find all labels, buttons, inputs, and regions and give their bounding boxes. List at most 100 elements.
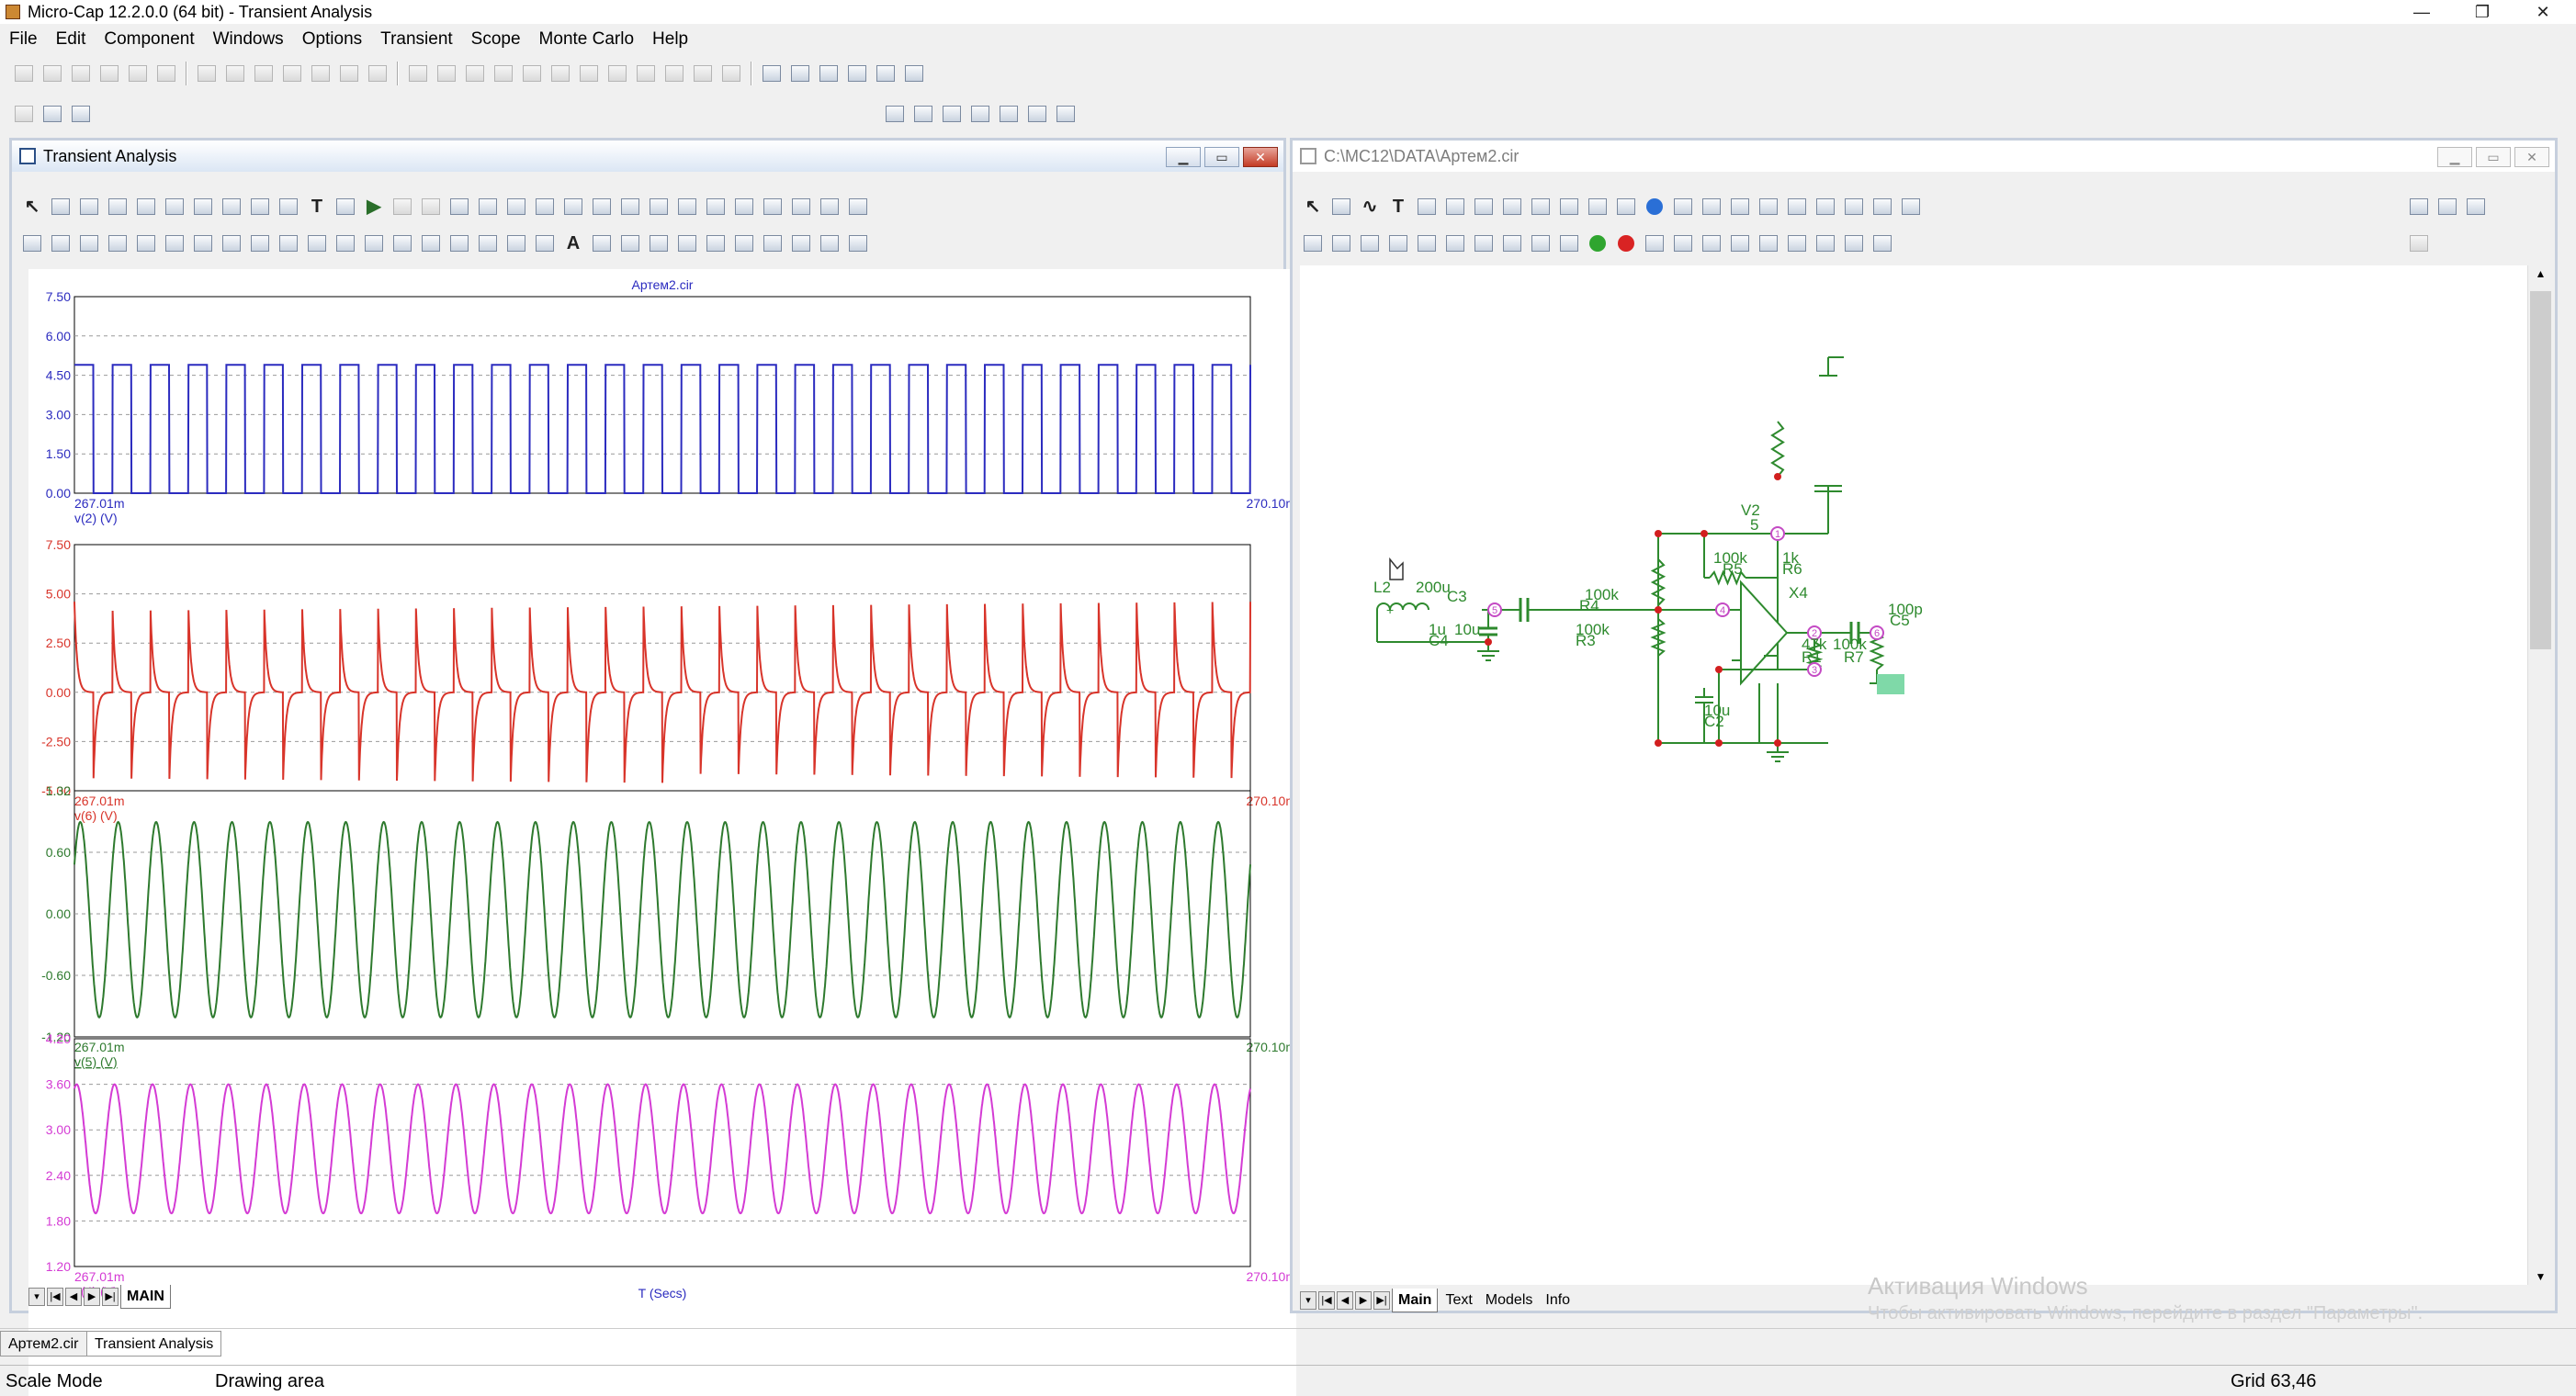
global-low-icon[interactable] [247,231,273,256]
wire-mode-icon[interactable]: ∿ [1361,197,1378,217]
menu-file[interactable]: File [9,29,38,49]
save-icon[interactable] [68,61,94,86]
redo-icon[interactable] [222,61,248,86]
table-icon[interactable] [703,194,729,220]
fit-icon[interactable] [1870,231,1895,256]
stop-run-icon[interactable] [1613,231,1639,256]
schematic-pan-icon[interactable] [1328,194,1354,220]
grid-options-icon[interactable] [532,231,558,256]
font-icon[interactable]: A [566,233,581,253]
point-to-end-icon[interactable] [1699,194,1724,220]
schematic-zoom-out-icon[interactable] [1841,231,1867,256]
horizontal-tag-icon[interactable] [247,194,273,220]
plot-properties-icon[interactable] [475,194,501,220]
split-vertical-icon[interactable] [617,194,643,220]
zoom-out-icon[interactable] [788,194,814,220]
pause-icon[interactable] [418,194,444,220]
rotate-icon[interactable] [1300,231,1326,256]
find-icon[interactable] [1442,231,1468,256]
columns-icon[interactable] [646,194,672,220]
transient-close-button[interactable]: ✕ [1243,147,1278,167]
clear-icon[interactable] [1556,231,1582,256]
erase-icon[interactable] [1784,231,1810,256]
window-icon[interactable] [844,61,870,86]
menu-windows[interactable]: Windows [212,29,284,49]
properties-icon[interactable] [996,101,1022,127]
zoom-box-icon[interactable] [190,194,216,220]
region-icon[interactable] [1556,194,1582,220]
check-icon[interactable] [1727,194,1753,220]
attribute-icon[interactable] [1499,231,1525,256]
battery-component-icon[interactable] [548,61,573,86]
menu-scope[interactable]: Scope [470,29,521,49]
valley-icon[interactable] [105,231,130,256]
cut-icon[interactable] [251,61,277,86]
tokens-icon[interactable] [361,231,387,256]
tab-nav-next[interactable]: ▶ [84,1288,100,1306]
tile-vertical-icon[interactable] [787,61,813,86]
schematic-scroll-thumb[interactable] [2530,291,2551,649]
component-icon[interactable] [1471,194,1497,220]
tile-icon[interactable] [560,194,586,220]
current-source-icon[interactable] [718,61,744,86]
maximize-window-icon[interactable] [873,61,898,86]
go-icon[interactable] [1585,231,1610,256]
tab-nav-last[interactable]: ▶| [102,1288,119,1306]
plus-mode-icon[interactable] [418,231,444,256]
menu-help[interactable]: Help [652,29,689,49]
menu-options[interactable]: Options [301,29,363,49]
scope-icon[interactable] [133,194,159,220]
voltage-display-icon[interactable] [1784,194,1810,220]
subckt-icon[interactable] [1699,231,1724,256]
close-button[interactable]: ✕ [2536,3,2550,21]
schematic-tab-nav-first[interactable]: |◀ [1318,1291,1335,1310]
bars-icon[interactable] [2406,231,2432,256]
schematic-minimize-button[interactable]: ▁ [2437,147,2472,167]
info-icon[interactable] [1642,194,1667,220]
mirror-icon[interactable] [1385,231,1411,256]
grid-icon[interactable] [532,194,558,220]
export-icon[interactable] [1756,231,1781,256]
wire-icon[interactable] [1414,194,1440,220]
undo-icon[interactable] [194,61,220,86]
rows-icon[interactable] [674,194,700,220]
page-setup-icon[interactable] [2406,194,2432,220]
auto-scale-icon[interactable] [503,231,529,256]
restore-button[interactable]: ❐ [2474,3,2491,21]
delete-icon[interactable] [336,61,362,86]
stepping-icon[interactable] [939,101,965,127]
schematic-restore-button[interactable]: ▭ [2476,147,2511,167]
slope-icon[interactable] [276,231,301,256]
cursor-mode-menu-icon[interactable] [304,231,330,256]
schematic-tab-nav-prev[interactable]: ◀ [1337,1291,1353,1310]
zoom-fit-icon[interactable] [731,194,757,220]
menu-transient[interactable]: Transient [380,29,453,49]
plot-icon[interactable] [1024,101,1050,127]
send-back-icon[interactable] [674,231,700,256]
tile-horizontal-icon[interactable] [816,61,842,86]
schematic-select-icon[interactable]: ↖ [1305,197,1321,217]
optimize-icon[interactable] [967,101,993,127]
ruler-icon[interactable] [390,231,415,256]
stop-icon[interactable] [390,194,415,220]
select-all-icon[interactable] [365,61,390,86]
folder-icon[interactable] [1727,231,1753,256]
flag-icon[interactable] [1528,194,1554,220]
align-bottom-icon[interactable] [845,231,871,256]
ground-component-icon[interactable] [405,61,431,86]
graphics-icon[interactable] [1499,194,1525,220]
minimize-button[interactable]: — [2413,3,2430,21]
rotate-ccw-icon[interactable] [1357,231,1383,256]
save-all-icon[interactable] [96,61,122,86]
macro-icon[interactable] [1670,231,1696,256]
scale-mode-icon[interactable] [76,194,102,220]
vertical-tag-icon[interactable] [276,194,301,220]
data-points-icon[interactable] [333,231,358,256]
doc-tab-transient[interactable]: Transient Analysis [86,1331,222,1357]
diode-component-icon[interactable] [519,61,545,86]
schematic-tab-nav-next[interactable]: ▶ [1355,1291,1372,1310]
low-icon[interactable] [162,231,187,256]
inflection-icon[interactable] [190,231,216,256]
